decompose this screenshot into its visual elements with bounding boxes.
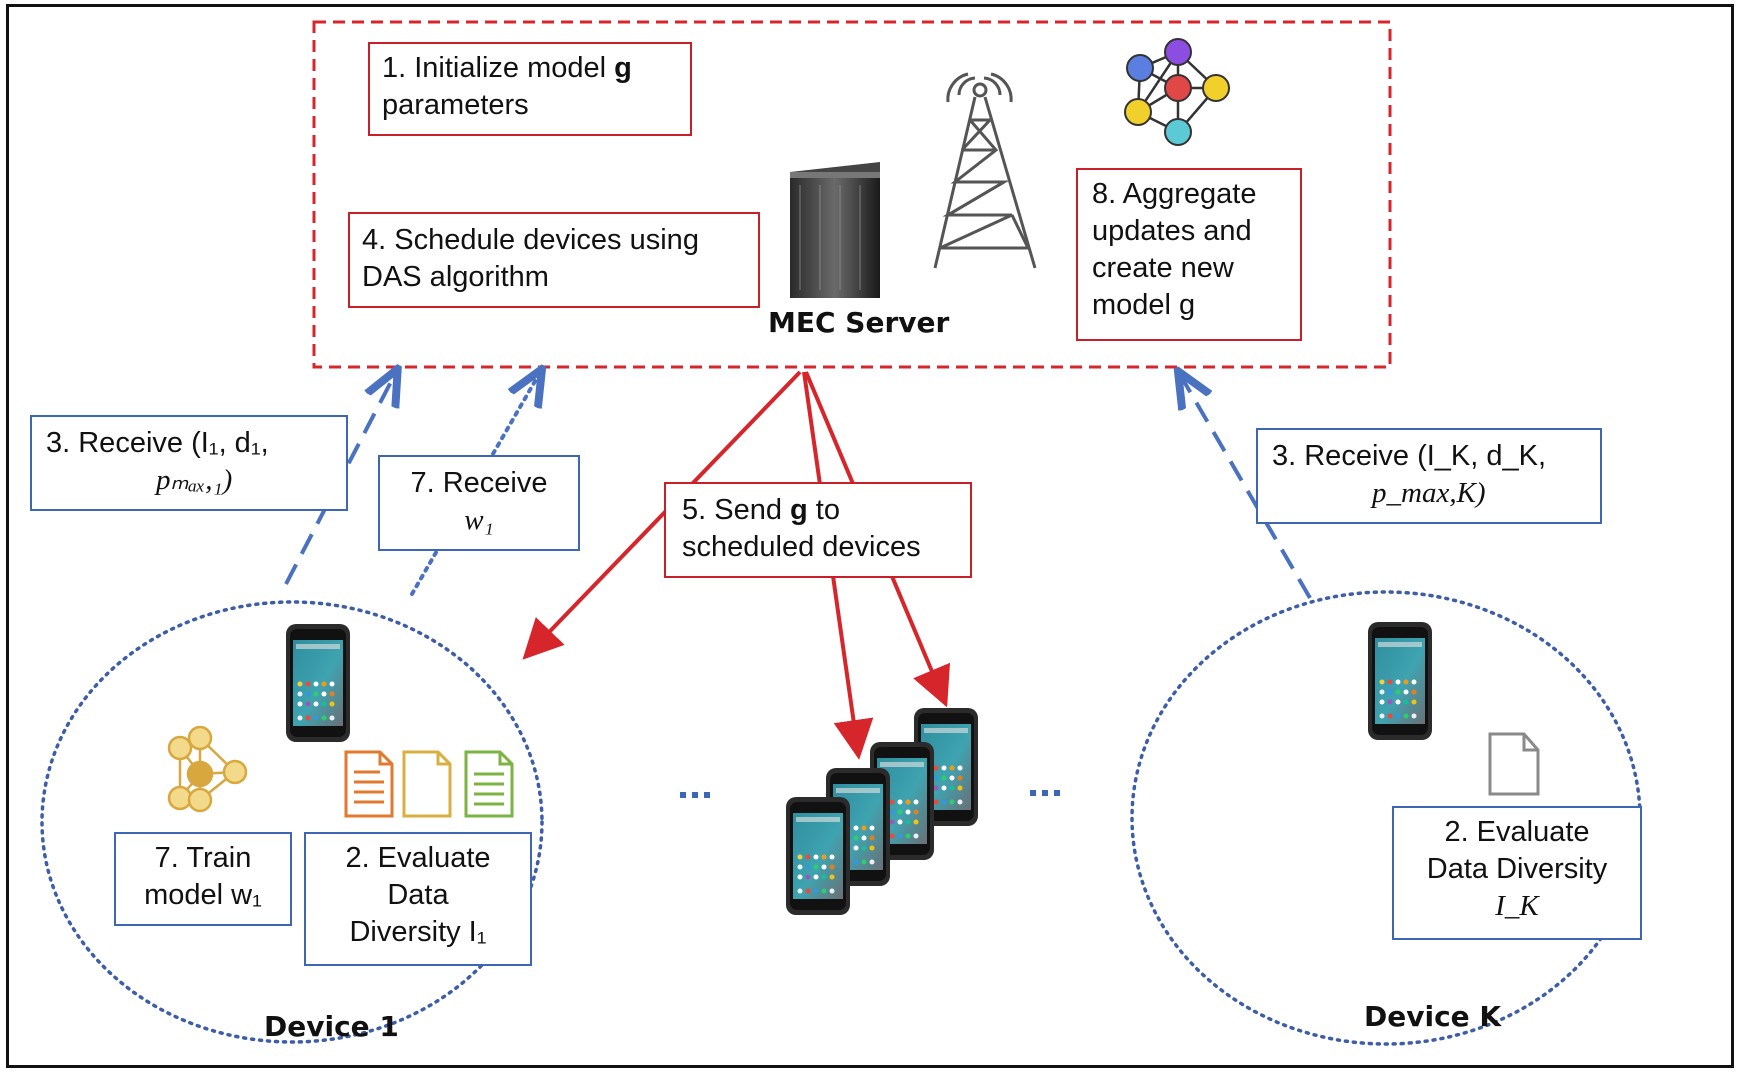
device-1-neural-network-icon [167, 725, 248, 813]
step-4-schedule-devices: 4. Schedule devices using DAS algorithm [348, 212, 760, 308]
step-2-evaluate-device-1: 2. Evaluate Data Diversity I₁ [304, 832, 532, 966]
device-k-label: Device K [1364, 1000, 1502, 1033]
mec-server-region [312, 20, 1392, 369]
step-7-receive-device-1: 7. Receive w₁ [378, 455, 580, 551]
step-7-train-model: 7. Train model w₁ [114, 832, 292, 926]
device-1-region [40, 600, 544, 1044]
step-3-receive-device-1: 3. Receive (I₁, d₁, pₘₐₓ,₁) [30, 415, 348, 511]
device-k-smartphone-icon [1368, 622, 1432, 740]
device-1-documents-icon [344, 750, 514, 818]
device-k-document-icon [1488, 732, 1540, 796]
ellipsis-left [680, 792, 710, 798]
figure-frame [6, 4, 1734, 1068]
device-1-smartphone-icon [286, 624, 350, 742]
ellipsis-right [1030, 790, 1060, 796]
step-3-receive-device-k: 3. Receive (I_K, d_K, p_max,K) [1256, 428, 1602, 524]
server-rack-icon [790, 162, 880, 298]
neural-network-icon [1124, 38, 1230, 146]
step-8-aggregate-updates: 8. Aggregate updates and create new mode… [1076, 168, 1302, 341]
radio-tower-icon [933, 72, 1037, 269]
device-1-label: Device 1 [264, 1010, 399, 1043]
scheduled-devices-smartphones-icon [786, 708, 978, 915]
mec-server-label: MEC Server [768, 306, 950, 339]
step-5-send-model: 5. Send g to scheduled devices [664, 482, 972, 578]
step-2-evaluate-device-k: 2. Evaluate Data Diversity I_K [1392, 806, 1642, 940]
step-1-initialize-model: 1. Initialize model g parameters [368, 42, 692, 136]
